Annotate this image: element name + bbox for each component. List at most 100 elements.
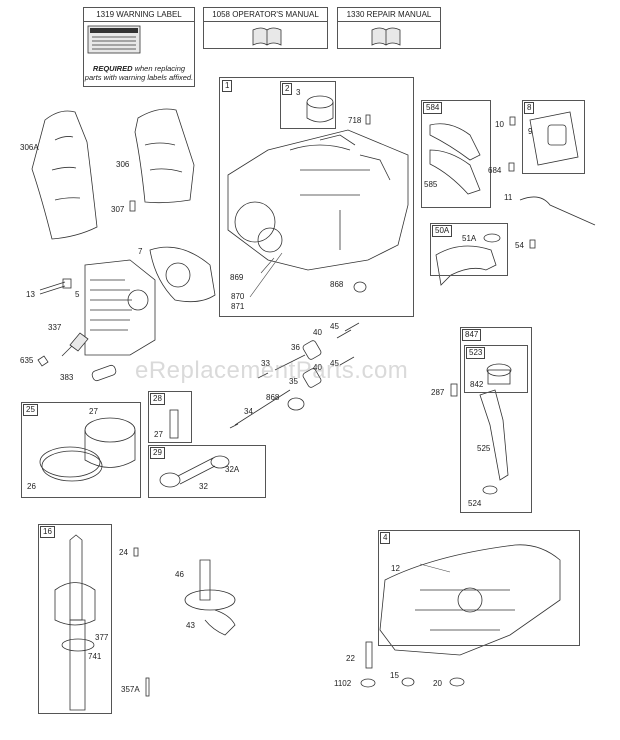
group-box-16[interactable]: [38, 524, 112, 714]
bolt-22-drawing: [365, 641, 373, 669]
part-label-20[interactable]: 20: [433, 679, 442, 688]
part-label-15[interactable]: 15: [390, 671, 399, 680]
group-box-8[interactable]: [522, 100, 585, 174]
divider: [84, 21, 194, 22]
repair-manual-icon: [371, 27, 401, 46]
oil-fill-847-drawing: [479, 363, 512, 495]
part-label-36[interactable]: 36: [291, 343, 300, 352]
part-15-drawing: [401, 677, 415, 687]
seal-1102-drawing: [360, 678, 376, 688]
part-label-383[interactable]: 383: [60, 373, 74, 382]
part-label-32[interactable]: 32: [199, 482, 208, 491]
part-label-377[interactable]: 377: [95, 633, 109, 642]
part-label-741[interactable]: 741: [88, 652, 102, 661]
screw-54-drawing: [529, 239, 536, 249]
group-tag-523: 523: [466, 347, 486, 359]
part-label-287[interactable]: 287: [431, 388, 445, 397]
group-box-2[interactable]: [280, 81, 336, 129]
part-label-46[interactable]: 46: [175, 570, 184, 579]
fitting-635-drawing: [37, 355, 49, 367]
part-label-306A[interactable]: 306A: [20, 143, 39, 152]
screw-684-drawing: [508, 162, 515, 172]
part-label-51A[interactable]: 51A: [462, 234, 477, 243]
group-box-25[interactable]: [21, 402, 141, 498]
part-label-33[interactable]: 33: [261, 359, 270, 368]
group-tag-2: 2: [282, 83, 293, 95]
part-label-43[interactable]: 43: [186, 621, 195, 630]
part-label-27-pin[interactable]: 27: [154, 430, 163, 439]
group-tag-16: 16: [40, 526, 55, 538]
part-label-870[interactable]: 870: [231, 292, 245, 301]
part-label-35[interactable]: 35: [289, 377, 298, 386]
group-box-523[interactable]: [464, 345, 528, 393]
part-label-27-piston[interactable]: 27: [89, 407, 98, 416]
part-label-585[interactable]: 585: [424, 180, 438, 189]
part-label-9[interactable]: 9: [528, 127, 533, 136]
group-tag-4: 4: [380, 532, 391, 544]
part-label-40-lower[interactable]: 40: [313, 363, 322, 372]
part-label-1102[interactable]: 1102: [334, 679, 352, 688]
group-box-847[interactable]: [460, 327, 532, 513]
part-label-868-valve[interactable]: 868: [266, 393, 280, 402]
part-label-26[interactable]: 26: [27, 482, 36, 491]
part-label-45-lower[interactable]: 45: [330, 359, 339, 368]
required-bold: REQUIRED: [92, 64, 133, 73]
part-label-45-upper[interactable]: 45: [330, 322, 339, 331]
crankshaft-16-drawing: [54, 534, 96, 711]
part-label-24[interactable]: 24: [119, 548, 128, 557]
part-label-11[interactable]: 11: [504, 193, 513, 202]
part-label-337[interactable]: 337: [48, 323, 62, 332]
group-box-4[interactable]: [378, 530, 580, 646]
key-357A-drawing: [145, 677, 150, 697]
cover-8-drawing: [529, 111, 579, 166]
tube-11-drawing: [519, 196, 596, 226]
part-label-635[interactable]: 635: [20, 356, 34, 365]
valve-383-drawing: [91, 364, 117, 382]
bolt-13-drawing: [39, 278, 72, 295]
part-label-3[interactable]: 3: [296, 88, 301, 97]
part-label-32A[interactable]: 32A: [225, 465, 240, 474]
group-box-1[interactable]: [219, 77, 414, 317]
part-label-307[interactable]: 307: [111, 205, 125, 214]
divider: [338, 21, 440, 22]
part-label-40-upper[interactable]: 40: [313, 328, 322, 337]
group-tag-847: 847: [462, 329, 482, 341]
group-box-29[interactable]: [148, 445, 266, 498]
part-label-842[interactable]: 842: [470, 380, 484, 389]
warning-label-box[interactable]: 1319 WARNING LABEL REQUIRED when replaci…: [83, 7, 195, 87]
required-note: REQUIRED when replacing parts with warni…: [84, 64, 194, 82]
part-label-525[interactable]: 525: [477, 444, 491, 453]
part-label-306[interactable]: 306: [116, 160, 130, 169]
operators-manual-box[interactable]: 1058 OPERATOR'S MANUAL: [203, 7, 328, 49]
leader-lines: [249, 252, 451, 573]
group-box-28[interactable]: [148, 391, 192, 443]
part-label-12[interactable]: 12: [391, 564, 400, 573]
part-label-357A[interactable]: 357A: [121, 685, 140, 694]
group-box-584[interactable]: [421, 100, 491, 208]
part-label-684[interactable]: 684: [488, 166, 502, 175]
part-label-22[interactable]: 22: [346, 654, 355, 663]
part-label-34[interactable]: 34: [244, 407, 253, 416]
part-label-868-block[interactable]: 868: [330, 280, 344, 289]
part-label-718[interactable]: 718: [348, 116, 362, 125]
part-label-524[interactable]: 524: [468, 499, 482, 508]
cylinder-head-5-drawing: [84, 259, 156, 356]
warning-label-icon: [87, 25, 141, 54]
group-tag-8: 8: [524, 102, 535, 114]
part-label-871[interactable]: 871: [231, 302, 245, 311]
group-box-50A[interactable]: [430, 223, 508, 276]
part-label-13[interactable]: 13: [26, 290, 35, 299]
part-label-869[interactable]: 869: [230, 273, 244, 282]
watermark: eReplacementParts.com: [135, 357, 409, 384]
required-text: when replacing parts with warning labels…: [84, 64, 194, 82]
part-28-drawing: [169, 409, 179, 439]
part-label-5[interactable]: 5: [75, 290, 80, 299]
seal-20-drawing: [449, 677, 465, 687]
part-label-54[interactable]: 54: [515, 241, 524, 250]
screw-307-drawing: [129, 200, 136, 212]
part-label-10[interactable]: 10: [495, 120, 504, 129]
repair-manual-box[interactable]: 1330 REPAIR MANUAL: [337, 7, 441, 49]
part-24-drawing: [133, 547, 139, 557]
part-label-7[interactable]: 7: [138, 247, 143, 256]
group-tag-1: 1: [222, 80, 233, 92]
